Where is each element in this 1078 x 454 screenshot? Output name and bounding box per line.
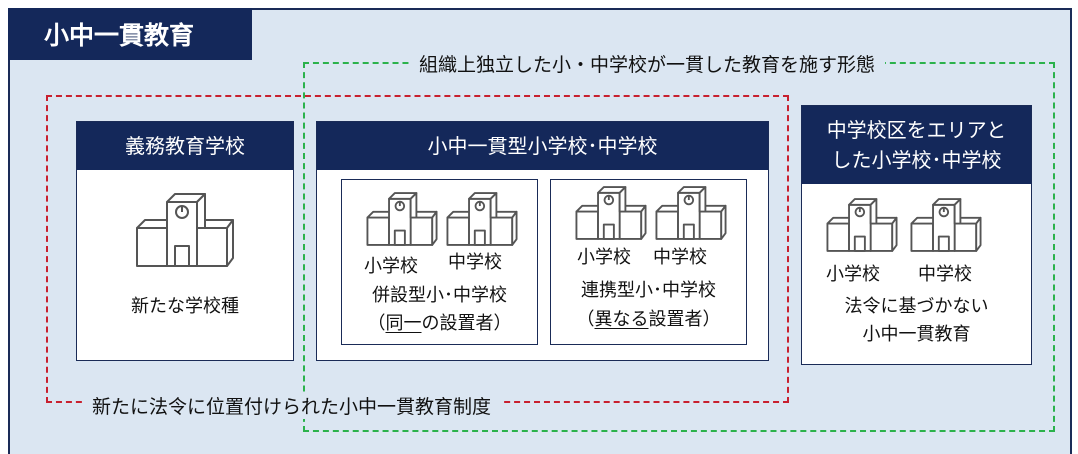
elementary-school-icon — [366, 192, 438, 246]
linked-elementary-label: 小学校 — [577, 247, 631, 268]
junior-high-school-icon — [446, 192, 518, 246]
junior-high-school-icon — [910, 198, 982, 252]
area-school-card: 中学校区をエリアと した小学校･中学校 小学校 中学校 法令に基づかない 小中一… — [801, 105, 1032, 365]
area-school-header-line2: した小学校･中学校 — [831, 148, 1002, 172]
combined-elementary-label: 小学校 — [364, 256, 418, 277]
area-elementary-label: 小学校 — [826, 264, 880, 285]
compulsory-school-card: 義務教育学校 新たな学校種 — [76, 121, 294, 361]
page-title: 小中一貫教育 — [8, 8, 252, 60]
elementary-school-icon — [575, 186, 647, 240]
combined-junior-label: 中学校 — [448, 252, 502, 273]
combined-type-box: 小学校 中学校 併設型小･中学校 （同一の設置者） — [341, 179, 538, 345]
area-school-header: 中学校区をエリアと した小学校･中学校 — [802, 106, 1031, 184]
integrated-school-header: 小中一貫型小学校･中学校 — [317, 122, 768, 170]
area-note-line2: 小中一貫教育 — [862, 324, 971, 345]
linked-type-box: 小学校 中学校 連携型小･中学校 （異なる設置者） — [550, 179, 747, 345]
green-group-caption: 組織上独立した小・中学校が一貫した教育を施す形態 — [409, 50, 886, 77]
elementary-school-icon — [826, 198, 898, 252]
school-building-icon — [136, 193, 234, 267]
different-underlined: 異なる — [594, 309, 649, 330]
compulsory-school-header: 義務教育学校 — [77, 122, 293, 170]
junior-high-school-icon — [655, 186, 727, 240]
same-underlined: 同一 — [385, 313, 422, 334]
integrated-school-card: 小中一貫型小学校･中学校 小学校 中学校 併設型 — [316, 121, 769, 361]
area-school-header-line1: 中学校区をエリアと — [826, 118, 1007, 142]
red-group-caption: 新たに法令に位置付けられた小中一貫教育制度 — [82, 392, 502, 419]
compulsory-school-label: 新たな学校種 — [131, 296, 239, 317]
combined-type-label: 併設型小･中学校 — [372, 285, 507, 306]
area-junior-label: 中学校 — [918, 264, 972, 285]
linked-type-label: 連携型小･中学校 — [581, 280, 716, 301]
linked-setter-note: （異なる設置者） — [576, 309, 721, 330]
area-note-line1: 法令に基づかない — [844, 296, 989, 317]
linked-junior-label: 中学校 — [653, 247, 707, 268]
combined-setter-note: （同一の設置者） — [367, 313, 512, 334]
